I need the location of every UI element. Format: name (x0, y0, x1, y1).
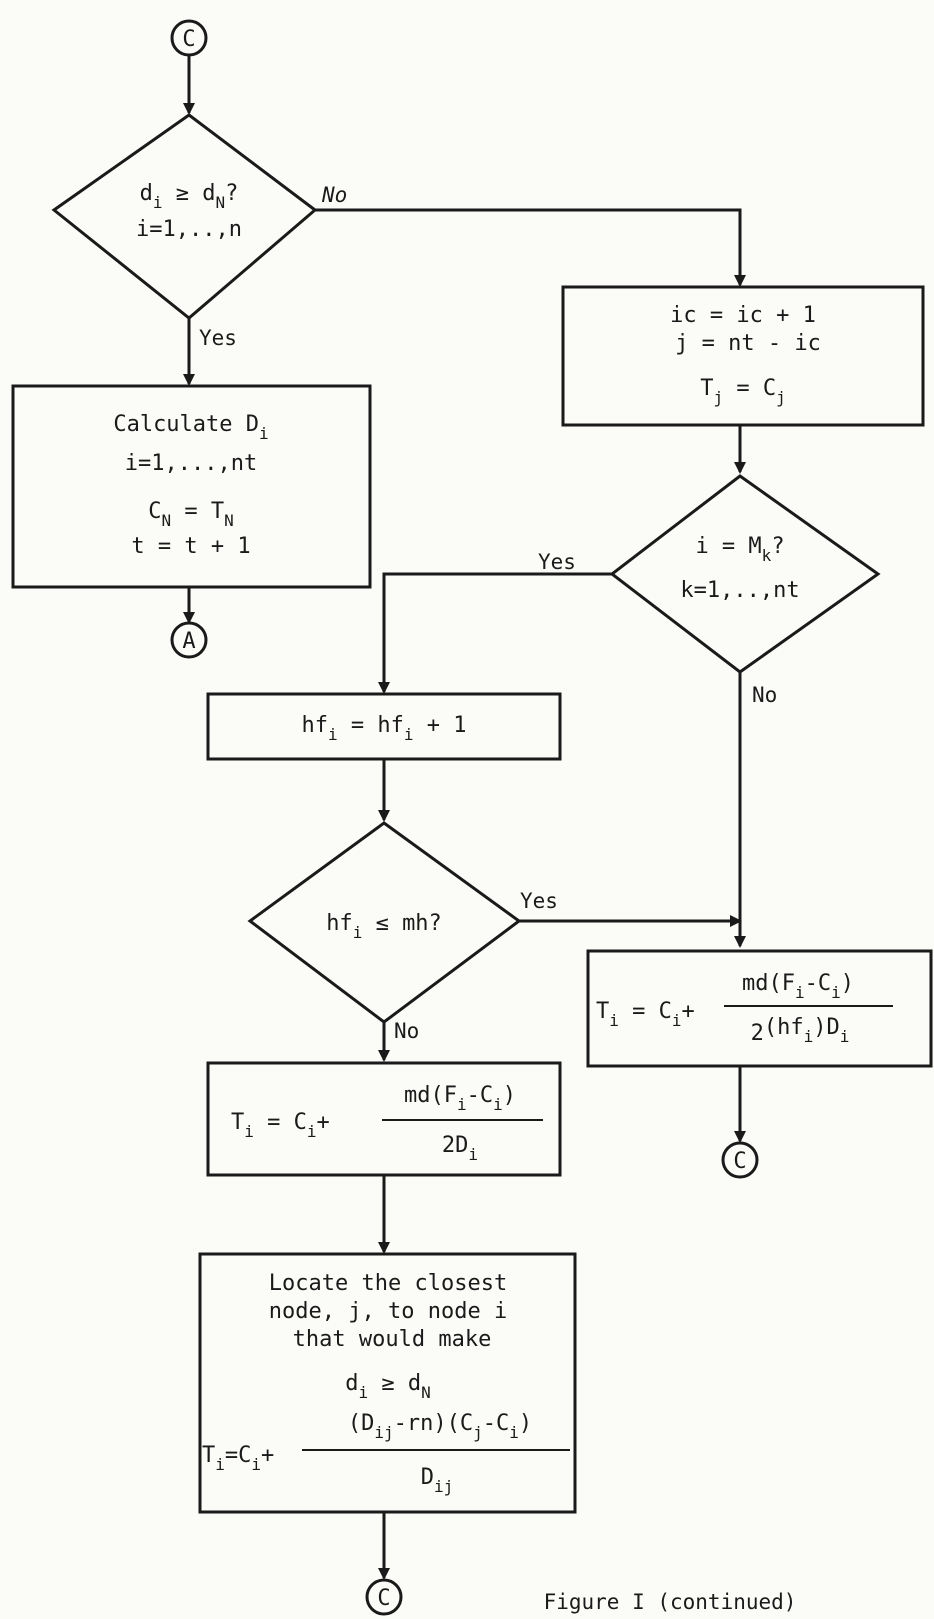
threshold-right-lhs: Ti = Ci+ (596, 999, 695, 1030)
decision-distance: di ≥ dN? i=1,..,n (51, 113, 318, 320)
threshold-mid-denominator: 2Di (442, 1133, 478, 1164)
label-no: No (394, 1019, 419, 1043)
calculate-line4: t = t + 1 (131, 534, 250, 559)
label-yes: Yes (520, 889, 558, 913)
process-threshold-mid: Ti = Ci+ md(Fi-Ci) 2Di (206, 1061, 562, 1177)
decision-membership-line2: k=1,..,nt (680, 578, 799, 603)
calculate-line1: Calculate Di (113, 412, 268, 443)
connector-label: C (377, 1586, 390, 1611)
locate-formula-numerator: (Dij-rn)(Cj-Ci) (348, 1411, 532, 1442)
label-yes: Yes (199, 326, 237, 350)
connector-label: A (182, 629, 195, 654)
connector-c-right: C (721, 1141, 759, 1179)
decision-hf-text: hfi ≤ mh? (326, 911, 442, 942)
threshold-mid-lhs: Ti = Ci+ (231, 1110, 330, 1141)
threshold-right-numerator: md(Fi-Ci) (742, 971, 854, 1002)
process-hf-increment: hfi = hfi + 1 (206, 692, 562, 761)
calculate-line3: CN = TN (148, 499, 234, 530)
process-threshold-right: Ti = Ci+ md(Fi-Ci) 2(hfi)Di (586, 949, 933, 1068)
flow-lines (183, 55, 746, 1580)
label-no: No (752, 683, 777, 707)
decision-distance-line2: i=1,..,n (136, 217, 242, 242)
process-increment: ic = ic + 1 j = nt - ic Tj = Cj (561, 285, 925, 427)
process-locate-node: Locate the closest node, j, to node i th… (198, 1252, 577, 1514)
increment-line2: j = nt - ic (675, 331, 821, 356)
increment-line3: Tj = Cj (700, 376, 786, 407)
decision-membership-line1: i = Mk? (695, 534, 784, 565)
threshold-mid-numerator: md(Fi-Ci) (404, 1083, 516, 1114)
calculate-line2: i=1,...,nt (125, 451, 257, 476)
decision-hf-limit: hfi ≤ mh? (247, 821, 522, 1024)
locate-formula-denominator: Dij (421, 1465, 454, 1496)
figure-caption: Figure I (continued) (544, 1590, 797, 1614)
connector-c-top: C (170, 19, 208, 57)
connector-label: C (182, 27, 195, 52)
locate-formula-lhs: Ti=Ci+ (202, 1443, 274, 1474)
hf-increment-text: hfi = hfi + 1 (302, 713, 467, 744)
increment-line1: ic = ic + 1 (670, 303, 816, 328)
decision-distance-line1: di ≥ dN? (140, 181, 239, 212)
label-yes: Yes (538, 550, 576, 574)
connector-c-bottom: C (365, 1578, 403, 1616)
connector-a: A (170, 621, 208, 659)
process-calculate: Calculate Di i=1,...,nt CN = TN t = t + … (11, 384, 372, 589)
locate-line1: Locate the closest (269, 1271, 507, 1296)
threshold-right-denominator: 2(hfi)Di (751, 1015, 850, 1046)
locate-line2: node, j, to node i (269, 1299, 507, 1324)
label-no: No (321, 183, 347, 207)
locate-line3: that would make (293, 1327, 492, 1352)
decision-membership: i = Mk? k=1,..,nt (609, 474, 881, 674)
locate-line4: di ≥ dN (345, 1371, 431, 1402)
connector-label: C (733, 1149, 746, 1174)
